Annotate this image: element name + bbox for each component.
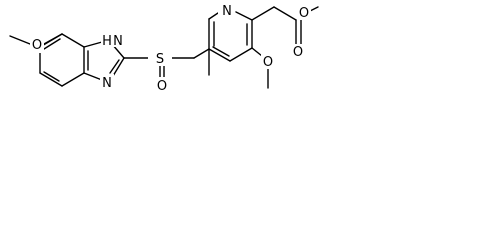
chemical-structure-diagram: O H N N S O N O O O	[9, 3, 319, 94]
atom-nh: H N	[101, 31, 125, 49]
atom-label-n: N	[222, 4, 232, 19]
atom-label-o: O	[157, 79, 167, 94]
atom-n-imidazole: N	[100, 74, 114, 91]
atom-label-s: S	[156, 52, 164, 67]
atom-label-o: O	[263, 55, 273, 70]
atom-o-methoxy-left: O	[30, 37, 44, 53]
imidazole-ring-bonds	[83, 41, 125, 81]
atom-label-o: O	[293, 45, 303, 60]
atom-label-o: O	[32, 38, 42, 53]
atom-label-n: N	[113, 34, 123, 49]
atom-o-ester-single: O	[297, 5, 311, 21]
atom-n-pyridine: N	[218, 3, 234, 19]
atom-label-o: O	[299, 6, 309, 21]
atom-label-h: H	[102, 34, 112, 49]
atom-o-sulfoxide: O	[155, 77, 169, 94]
atom-o-methoxy-ring: O	[261, 54, 275, 70]
pyridine-ring-bonds	[208, 11, 253, 62]
atom-label-n: N	[102, 76, 112, 91]
atom-s: S	[148, 50, 172, 67]
methoxy-ring-bonds	[251, 47, 269, 89]
atom-o-ester-double: O	[291, 44, 305, 60]
benzene-ring-bonds	[39, 33, 89, 87]
